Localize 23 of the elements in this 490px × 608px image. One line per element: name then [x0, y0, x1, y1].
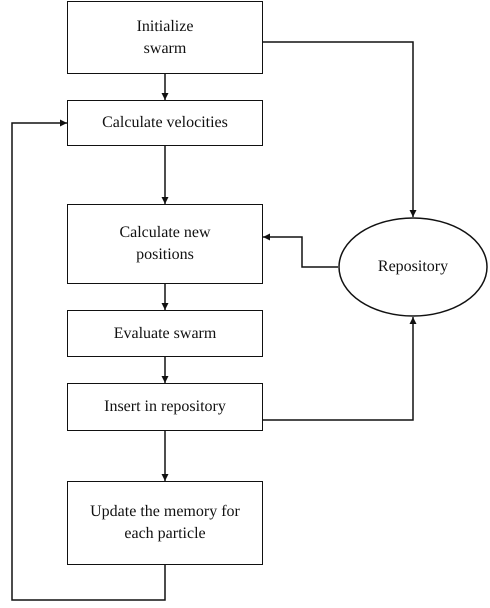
arrow: [162, 284, 168, 310]
node-text: Initialize swarm: [136, 16, 194, 58]
node-text: Insert in repository: [103, 397, 227, 418]
arrow: [263, 41, 416, 217]
arrow: [263, 317, 416, 421]
node-text: Calculate velocities: [101, 113, 229, 134]
arrow: [11, 120, 166, 601]
arrow: [162, 74, 168, 100]
node-text: Calculate new positions: [118, 223, 212, 265]
process-box: [67, 1, 263, 74]
node-text: Repository: [376, 257, 450, 278]
arrow: [263, 234, 338, 268]
arrow: [162, 357, 168, 383]
node-text: Evaluate swarm: [112, 324, 218, 344]
process-box: [67, 310, 263, 357]
process-box: [67, 204, 263, 284]
arrow: [162, 431, 168, 481]
process-box: [67, 383, 263, 431]
node-text: Update the memory for each particle: [89, 502, 241, 544]
process-box: [67, 100, 263, 146]
process-box: [67, 481, 263, 565]
repository-ellipse: [338, 217, 488, 317]
arrow: [162, 146, 168, 204]
